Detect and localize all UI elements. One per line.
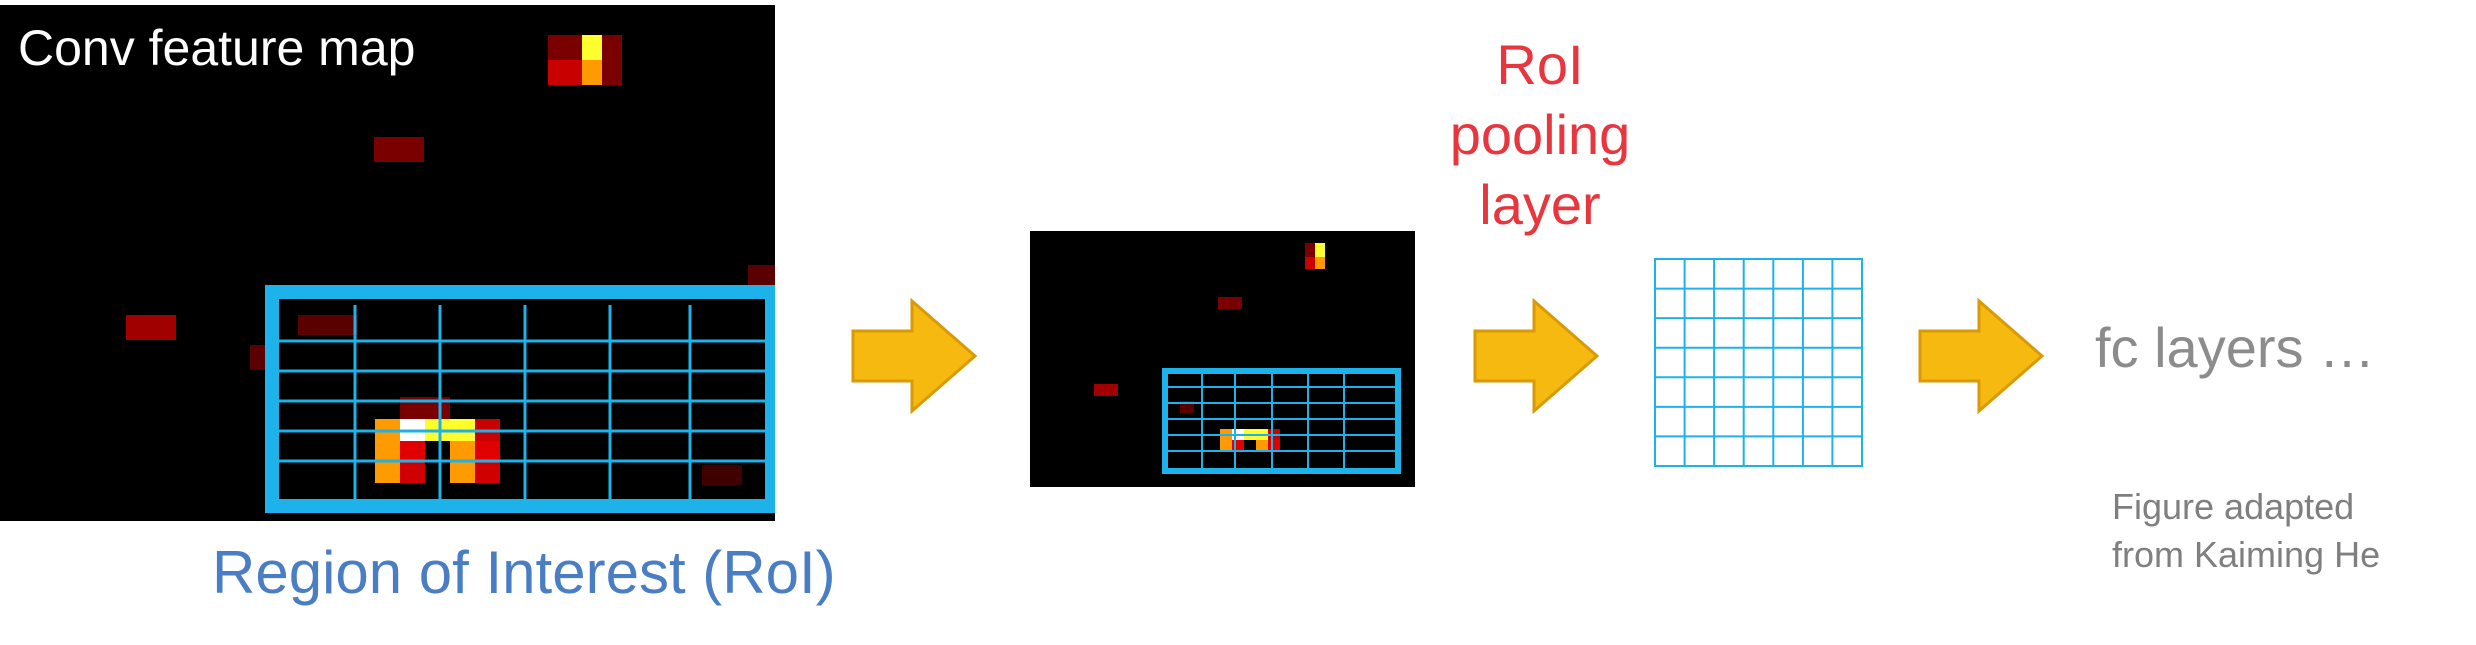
pooling-layer-label: RoI pooling layer: [1400, 30, 1680, 240]
feature-map-title: Conv feature map: [18, 20, 416, 76]
activation-cell: [1256, 440, 1268, 452]
activation-cell: [548, 60, 582, 85]
figure-credit: Figure adapted from Kaiming He: [2112, 483, 2380, 579]
activation-cell: [548, 35, 582, 60]
activation-cell: [1305, 257, 1315, 269]
roi-grid: [1165, 371, 1398, 471]
activation-cell: [1305, 243, 1315, 257]
activation-cell: [748, 265, 775, 285]
activation-cell: [582, 60, 602, 85]
activation-cell: [582, 35, 602, 60]
pooled-grid-icon: [1654, 258, 1863, 467]
roi-box: [265, 285, 775, 513]
pooling-label-line-1: RoI: [1496, 33, 1584, 96]
pooling-label-line-3: layer: [1479, 173, 1601, 236]
conv-feature-map-heatmap: [126, 35, 775, 513]
activation-cell: [602, 35, 622, 60]
activation-cell: [475, 463, 500, 483]
activation-cell: [126, 315, 176, 340]
credit-line-1: Figure adapted: [2112, 486, 2355, 527]
small-feature-map: [1030, 231, 1415, 487]
roi-caption: Region of Interest (RoI): [212, 539, 836, 606]
activation-cell: [298, 315, 358, 335]
pooling-label-line-2: pooling: [1449, 103, 1631, 166]
activation-cell: [702, 465, 742, 485]
roi-box: [1162, 368, 1401, 474]
roi-grid: [272, 305, 772, 500]
activation-cell: [375, 441, 400, 463]
credit-line-2: from Kaiming He: [2112, 534, 2381, 575]
activation-cell: [475, 441, 500, 463]
small-feature-map-heatmap: [1094, 243, 1401, 474]
right-arrow-icon: [1473, 298, 1600, 414]
fc-layers-label: fc layers …: [2095, 316, 2376, 379]
activation-cell: [1218, 297, 1242, 309]
activation-cell: [450, 441, 475, 463]
activation-cell: [400, 441, 425, 463]
activation-cell: [400, 463, 425, 483]
activation-cell: [1220, 440, 1232, 452]
activation-cell: [1315, 243, 1325, 257]
activation-cell: [1315, 257, 1325, 269]
activation-cell: [1094, 384, 1118, 396]
activation-cell: [450, 463, 475, 483]
right-arrow-icon: [851, 298, 978, 414]
activation-cell: [602, 60, 622, 85]
conv-feature-map: Conv feature map: [0, 5, 775, 521]
right-arrow-icon: [1918, 298, 2045, 414]
activation-cell: [374, 137, 424, 162]
activation-cell: [375, 463, 400, 483]
